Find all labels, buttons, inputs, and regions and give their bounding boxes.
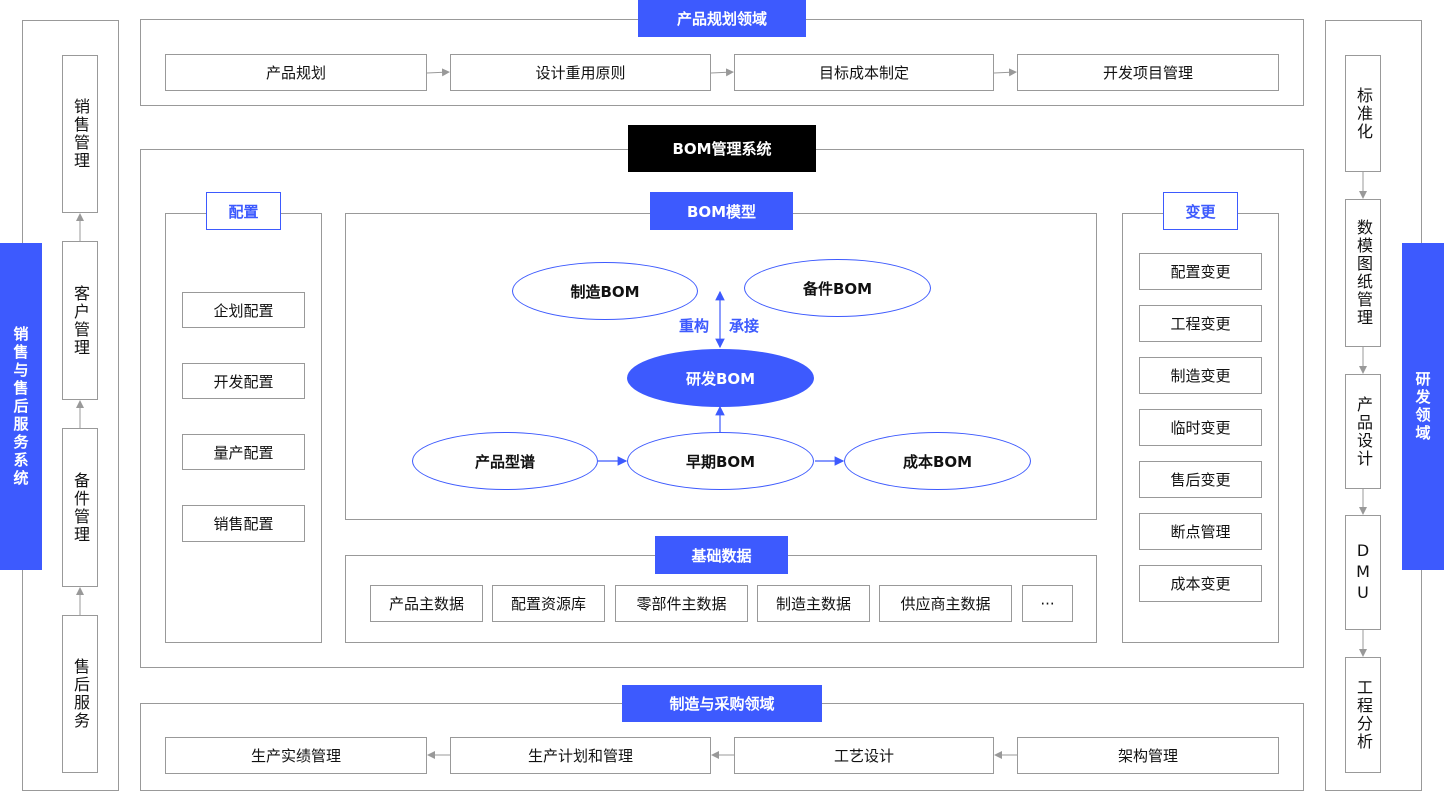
dmu[interactable]: DMU — [1345, 515, 1381, 630]
after-sales-change[interactable]: 售后变更 — [1139, 461, 1262, 498]
cad-drawing-management[interactable]: 数模图纸管理 — [1345, 199, 1381, 347]
product-design[interactable]: 产品设计 — [1345, 374, 1381, 489]
manufacturing-change[interactable]: 制造变更 — [1139, 357, 1262, 394]
product-planning[interactable]: 产品规划 — [165, 54, 427, 91]
sales-service-system-bar: 销售与售后服务系统 — [0, 243, 42, 570]
change-title: 变更 — [1163, 192, 1238, 230]
early-bom[interactable]: 早期BOM — [627, 432, 814, 490]
manufacturing-bom[interactable]: 制造BOM — [512, 262, 698, 320]
spare-parts-management[interactable]: 备件管理 — [62, 428, 98, 587]
production-planning-management[interactable]: 生产计划和管理 — [450, 737, 711, 774]
development-config[interactable]: 开发配置 — [182, 363, 305, 399]
base-data-title: 基础数据 — [655, 536, 788, 574]
cost-bom[interactable]: 成本BOM — [844, 432, 1031, 490]
bom-model-title: BOM模型 — [650, 192, 793, 230]
inherit-label: 承接 — [729, 317, 760, 335]
restructure-label: 重构 — [679, 317, 710, 335]
engineering-change[interactable]: 工程变更 — [1139, 305, 1262, 342]
breakpoint-management[interactable]: 断点管理 — [1139, 513, 1262, 550]
design-reuse-principle[interactable]: 设计重用原则 — [450, 54, 711, 91]
manufacturing-procurement-title: 制造与采购领域 — [622, 685, 822, 722]
temporary-change[interactable]: 临时变更 — [1139, 409, 1262, 446]
config-panel — [165, 213, 322, 643]
product-spectrum[interactable]: 产品型谱 — [412, 432, 598, 490]
engineering-analysis[interactable]: 工程分析 — [1345, 657, 1381, 773]
more-button[interactable]: ··· — [1022, 585, 1073, 622]
rd-bom[interactable]: 研发BOM — [627, 349, 814, 407]
production-performance-management[interactable]: 生产实绩管理 — [165, 737, 427, 774]
parts-master-data[interactable]: 零部件主数据 — [615, 585, 748, 622]
bom-system-title: BOM管理系统 — [628, 125, 816, 172]
process-design[interactable]: 工艺设计 — [734, 737, 994, 774]
rd-domain-bar: 研发领域 — [1402, 243, 1444, 570]
config-change[interactable]: 配置变更 — [1139, 253, 1262, 290]
manufacturing-master-data[interactable]: 制造主数据 — [757, 585, 870, 622]
architecture-management[interactable]: 架构管理 — [1017, 737, 1279, 774]
cost-change[interactable]: 成本变更 — [1139, 565, 1262, 602]
config-title: 配置 — [206, 192, 281, 230]
spare-parts-bom[interactable]: 备件BOM — [744, 259, 931, 317]
target-cost-setting[interactable]: 目标成本制定 — [734, 54, 994, 91]
customer-management[interactable]: 客户管理 — [62, 241, 98, 400]
after-sales-service[interactable]: 售后服务 — [62, 615, 98, 773]
sales-config[interactable]: 销售配置 — [182, 505, 305, 542]
standardization[interactable]: 标准化 — [1345, 55, 1381, 172]
supplier-master-data[interactable]: 供应商主数据 — [879, 585, 1012, 622]
product-master-data[interactable]: 产品主数据 — [370, 585, 483, 622]
production-config[interactable]: 量产配置 — [182, 434, 305, 470]
dev-project-management[interactable]: 开发项目管理 — [1017, 54, 1279, 91]
planning-config[interactable]: 企划配置 — [182, 292, 305, 328]
product-planning-title: 产品规划领域 — [638, 0, 806, 37]
sales-management[interactable]: 销售管理 — [62, 55, 98, 213]
config-resource-library[interactable]: 配置资源库 — [492, 585, 605, 622]
